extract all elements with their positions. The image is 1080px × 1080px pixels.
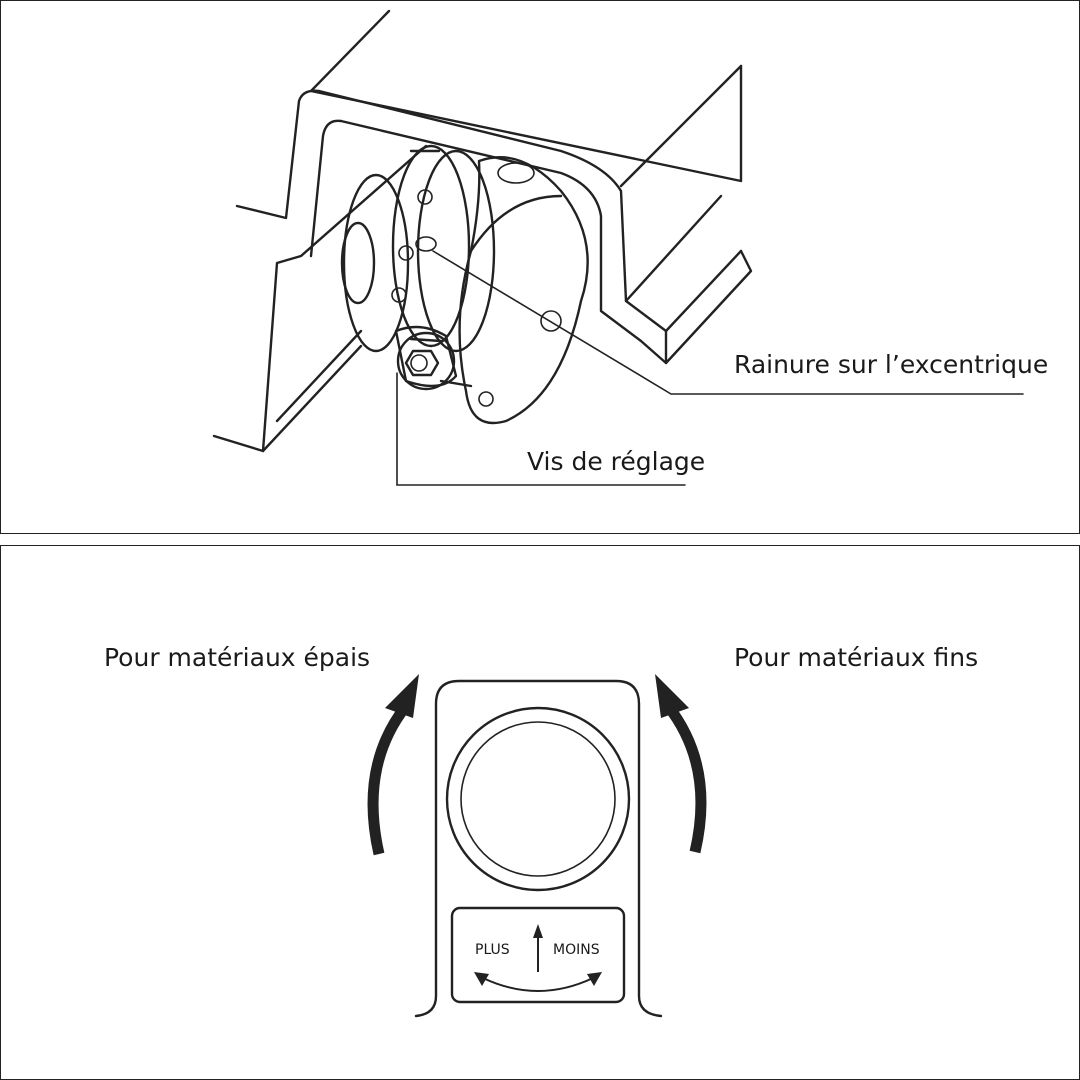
dial-direction-diagram: Pour matériaux épais Pour matériaux fins… [0, 545, 1080, 1080]
eccentric-adjustment-diagram: Rainure sur l’excentrique Vis de réglage [0, 0, 1080, 534]
up-arrow-icon [533, 924, 543, 972]
curved-arrow-left-icon [367, 674, 419, 856]
thick-materials-label: Pour matériaux épais [104, 643, 371, 672]
dial-illustration [367, 674, 707, 1018]
machine-mechanism-illustration [212, 9, 1024, 486]
double-arrow-arc-icon [474, 972, 602, 992]
adjusting-screw-label: Vis de réglage [527, 447, 706, 476]
dial-moins-label: MOINS [553, 942, 600, 958]
thin-materials-label: Pour matériaux fins [734, 643, 979, 672]
curved-arrow-right-icon [655, 674, 707, 854]
groove-label: Rainure sur l’excentrique [734, 350, 1049, 379]
dial-plus-label: PLUS [475, 942, 510, 958]
